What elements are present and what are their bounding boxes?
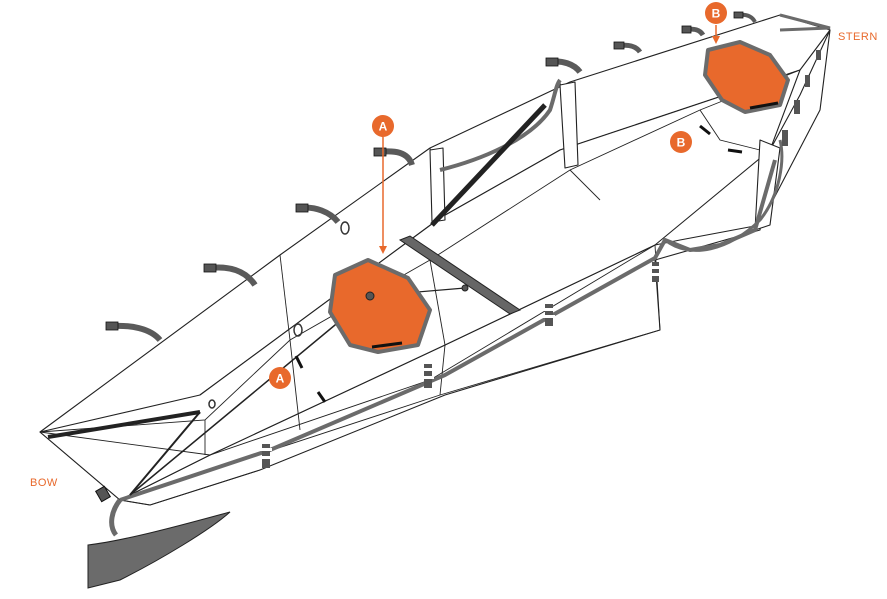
seat-pad-b <box>703 40 790 114</box>
handle-icon <box>203 263 258 287</box>
seat-pad-a <box>328 258 469 354</box>
callout-a-bottom: A <box>269 367 291 389</box>
handle-icon <box>373 147 415 167</box>
handle-icon <box>105 321 163 343</box>
rim-handles <box>105 11 757 343</box>
badge-b-label: B <box>712 7 721 21</box>
gunwale-rim <box>119 13 831 502</box>
floor-markings <box>294 124 743 403</box>
fitting-icon <box>543 304 555 326</box>
bow-cap <box>87 485 231 589</box>
handle-icon <box>613 41 643 54</box>
fitting-icon <box>805 75 810 87</box>
straps <box>47 103 547 496</box>
fitting-icon <box>782 130 788 146</box>
d-ring-icon <box>208 399 216 409</box>
d-ring-icon <box>340 221 350 235</box>
callout-a-top: A <box>372 115 394 254</box>
badge-a-label: A <box>379 120 388 134</box>
fitting-icon <box>260 444 272 468</box>
crossbar <box>398 235 522 315</box>
badge-b-label: B <box>677 136 686 150</box>
stern-label: STERN <box>838 31 878 43</box>
bow-label: BOW <box>30 477 58 489</box>
handle-icon <box>295 203 341 225</box>
handle-icon <box>733 11 757 24</box>
d-ring-icon <box>293 323 303 337</box>
fitting-icon <box>816 50 821 60</box>
fitting-icon <box>422 364 434 388</box>
callout-b-top: B <box>705 2 727 44</box>
callout-b-side: B <box>670 131 692 153</box>
badge-a-label: A <box>276 372 285 386</box>
fitting-icon <box>650 262 661 282</box>
side-fittings <box>208 50 821 468</box>
handle-icon <box>545 57 583 74</box>
fitting-icon <box>794 100 800 114</box>
handle-icon <box>681 25 706 37</box>
